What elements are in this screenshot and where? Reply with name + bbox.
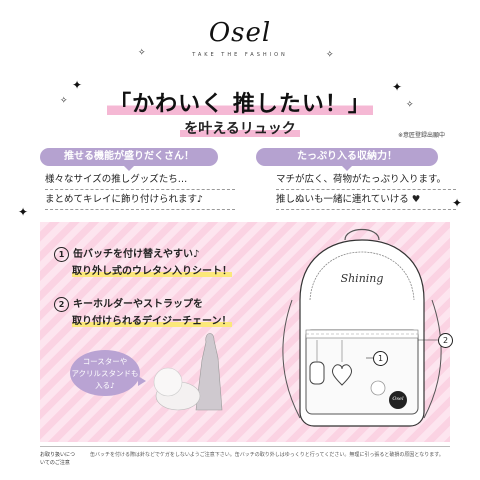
point-1: 1 缶バッチを付け替えやすい♪ 取り外し式のウレタン入りシート！ — [54, 246, 232, 280]
point-line-highlight: 取り付けられるデイジーチェーン！ — [72, 316, 232, 327]
footer-label: お取り扱いについてのご注意 — [40, 452, 76, 466]
point-line: 缶バッチを付け替えやすい♪ — [73, 249, 200, 260]
sparkle-icon: ✦ — [18, 205, 29, 219]
info-bubble: コースターや アクリルスタンドも 入る♪ — [70, 350, 146, 396]
headline-text: 「かわいく 推したい！」 — [107, 92, 373, 117]
footer-divider — [40, 446, 450, 447]
brand-tagline: TAKE THE FASHION — [192, 52, 288, 58]
feature-line: 推しぬいも一緒に連れていける ♥ — [276, 190, 456, 210]
bag-badge-logo: Osel — [392, 396, 404, 402]
bag-label: Shining — [340, 272, 384, 285]
bubble-line: 入る♪ — [95, 381, 115, 390]
patent-note: ※意匠登録出願中 — [398, 132, 446, 139]
feature-title-right: たっぷり入る収納力！ — [256, 148, 438, 171]
point-number: 2 — [54, 297, 69, 312]
bubble-line: コースターや — [82, 357, 128, 366]
point-line-highlight: 取り外し式のウレタン入りシート！ — [72, 266, 232, 277]
point-number: 1 — [54, 247, 69, 262]
sparkle-icon: ✦ — [72, 78, 83, 92]
feature-line: マチが広く、荷物がたっぷり入ります。 — [276, 170, 456, 190]
feature-line: 様々なサイズの推しグッズたち… — [45, 170, 235, 190]
sparkle-icon: ✧ — [138, 48, 146, 58]
callout-1: 1 — [373, 351, 388, 366]
point-2: 2 キーホルダーやストラップを 取り付けられるデイジーチェーン！ — [54, 296, 232, 330]
feature-line-text: 推しぬいも一緒に連れていける — [276, 194, 409, 205]
sparkle-icon: ✧ — [60, 96, 68, 106]
feature-list-left: 様々なサイズの推しグッズたち… まとめてキレイに飾り付けられます♪ — [45, 170, 235, 210]
bubble-line: アクリルスタンドも — [71, 369, 139, 378]
page-headline: 「かわいく 推したい！」 — [90, 86, 390, 118]
sparkle-icon: ✧ — [326, 50, 334, 60]
page-subhead: を叶えるリュック — [140, 118, 340, 142]
sparkle-icon: ✦ — [452, 196, 463, 210]
callout-2: 2 — [438, 333, 453, 348]
feature-title-left: 推せる機能が盛りだくさん！ — [40, 148, 218, 171]
point-line: キーホルダーやストラップを — [73, 299, 203, 310]
feature-list-right: マチが広く、荷物がたっぷり入ります。 推しぬいも一緒に連れていける ♥ — [276, 170, 456, 210]
footer-text: 缶バッチを付ける際は針などでケガをしないようご注意下さい。缶バッチの取り外しはゆ… — [90, 452, 444, 458]
feature-line: まとめてキレイに飾り付けられます♪ — [45, 190, 235, 210]
sparkle-icon: ✦ — [392, 80, 403, 94]
brand-logo: Osel — [208, 18, 272, 48]
sparkle-icon: ✧ — [406, 100, 414, 110]
subhead-text: を叶えるリュック — [180, 121, 300, 137]
heart-icon: ♥ — [411, 194, 421, 205]
